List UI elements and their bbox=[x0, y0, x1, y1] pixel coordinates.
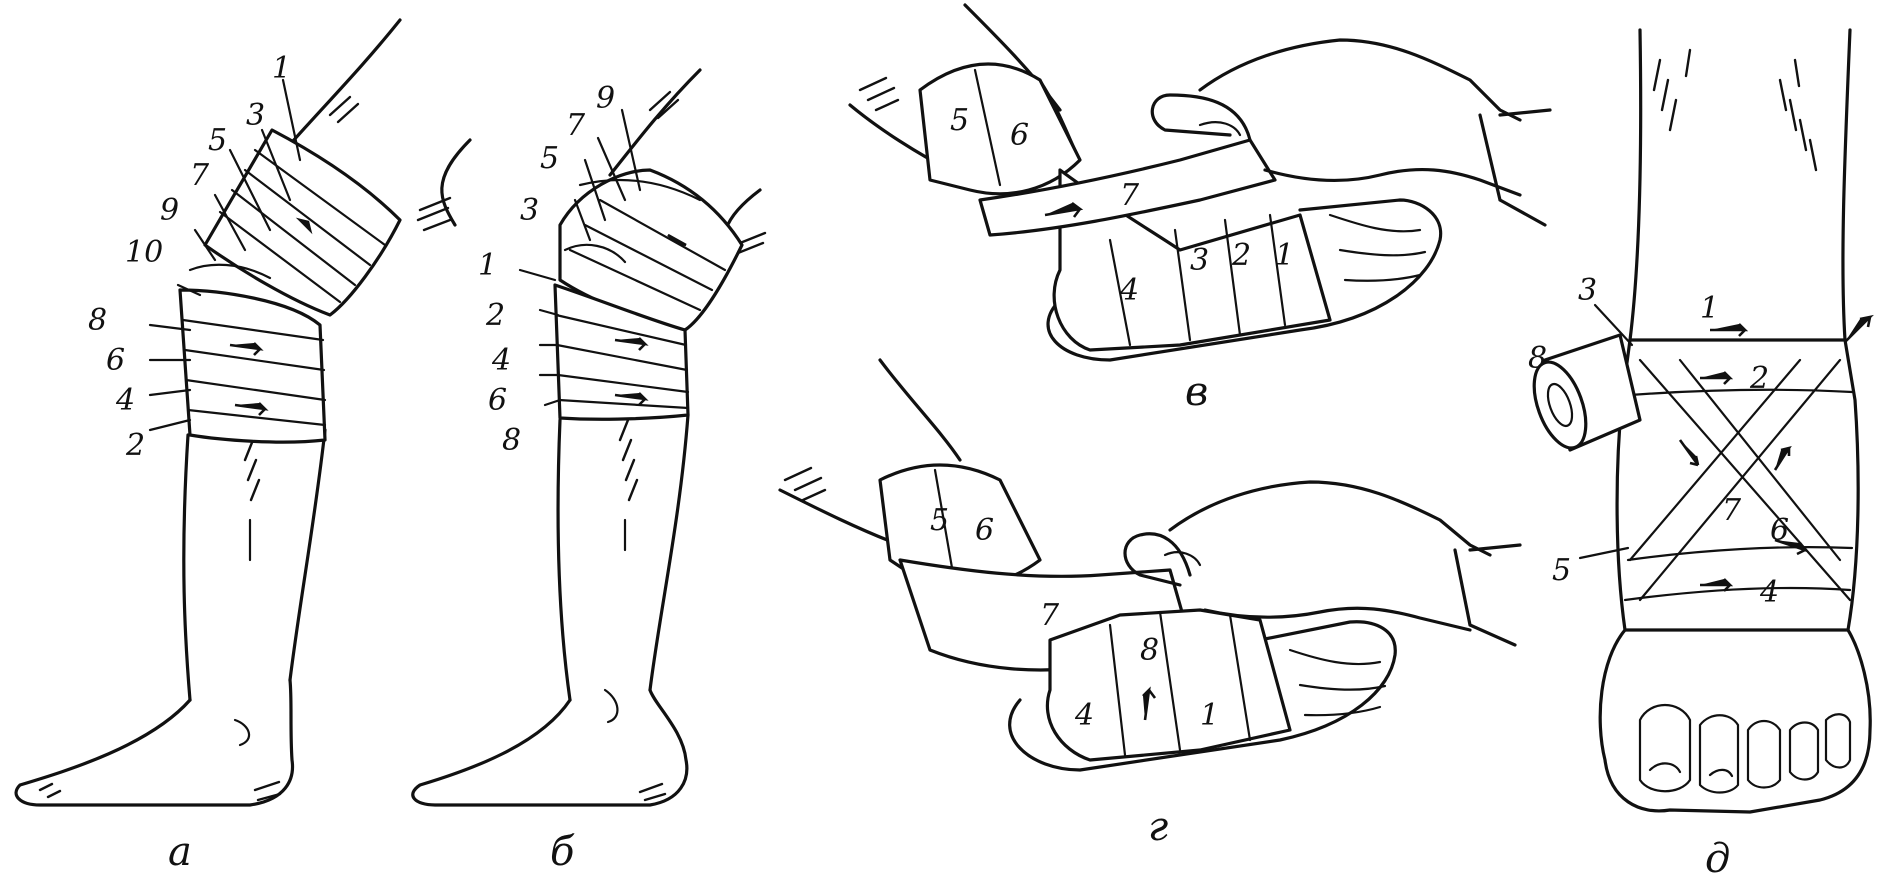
tour-v-2: 2 bbox=[1231, 238, 1251, 273]
label-b-7: 7 bbox=[566, 108, 586, 143]
label-b-3: 3 bbox=[520, 193, 539, 228]
caption-v: в bbox=[1185, 369, 1208, 415]
label-a-4: 4 bbox=[115, 383, 135, 418]
label-a-1: 1 bbox=[272, 51, 291, 86]
tour-v-6: 6 bbox=[1010, 118, 1029, 153]
label-a-2: 2 bbox=[125, 428, 145, 463]
tour-g-8: 8 bbox=[1140, 633, 1159, 668]
panel-b-knee-diverging: 9 7 5 3 1 2 4 6 8 б bbox=[413, 70, 765, 875]
tour-v-3: 3 bbox=[1190, 243, 1209, 278]
caption-a: а bbox=[168, 829, 192, 875]
tour-v-1: 1 bbox=[1275, 238, 1294, 273]
label-d-5: 5 bbox=[1552, 553, 1571, 588]
label-d-3: 3 bbox=[1578, 273, 1597, 308]
tour-v-4: 4 bbox=[1119, 273, 1139, 308]
tour-g-4: 4 bbox=[1074, 698, 1094, 733]
caption-d: д bbox=[1705, 836, 1730, 882]
label-b-2: 2 bbox=[485, 298, 505, 333]
tour-d-2: 2 bbox=[1749, 361, 1769, 396]
caption-g: г bbox=[1148, 804, 1168, 850]
label-a-6: 6 bbox=[106, 343, 125, 378]
label-a-8: 8 bbox=[88, 303, 107, 338]
label-b-8: 8 bbox=[502, 423, 521, 458]
tour-d-4: 4 bbox=[1759, 575, 1779, 610]
label-a-5: 5 bbox=[208, 123, 227, 158]
panel-a-knee-converging: 1 3 5 7 9 10 8 6 4 2 а bbox=[16, 20, 470, 875]
tour-d-6: 6 bbox=[1770, 513, 1789, 548]
label-b-5: 5 bbox=[540, 141, 559, 176]
panel-d-ankle-front: 3 1 8 5 2 7 6 4 д bbox=[1524, 30, 1870, 882]
label-d-1: 1 bbox=[1700, 291, 1719, 326]
label-d-8: 8 bbox=[1528, 341, 1547, 376]
tour-d-7: 7 bbox=[1722, 493, 1742, 528]
label-b-4: 4 bbox=[491, 343, 511, 378]
caption-b: б bbox=[550, 829, 575, 875]
panel-v-foot-spiral: 5 6 7 4 3 2 1 в bbox=[850, 5, 1550, 415]
label-b-1: 1 bbox=[478, 248, 497, 283]
label-a-7: 7 bbox=[190, 158, 210, 193]
tour-g-7: 7 bbox=[1040, 598, 1060, 633]
tour-v-7: 7 bbox=[1120, 178, 1140, 213]
label-b-9: 9 bbox=[596, 81, 615, 116]
tour-v-5: 5 bbox=[950, 103, 969, 138]
label-b-6: 6 bbox=[488, 383, 507, 418]
tour-g-6: 6 bbox=[975, 513, 994, 548]
tour-g-1: 1 bbox=[1200, 698, 1219, 733]
label-a-9: 9 bbox=[160, 193, 179, 228]
label-a-3: 3 bbox=[246, 98, 265, 133]
tour-g-5: 5 bbox=[930, 503, 949, 538]
label-a-10: 10 bbox=[125, 235, 163, 270]
panel-g-foot-figure-eight: 5 6 7 8 4 1 г bbox=[780, 360, 1520, 850]
